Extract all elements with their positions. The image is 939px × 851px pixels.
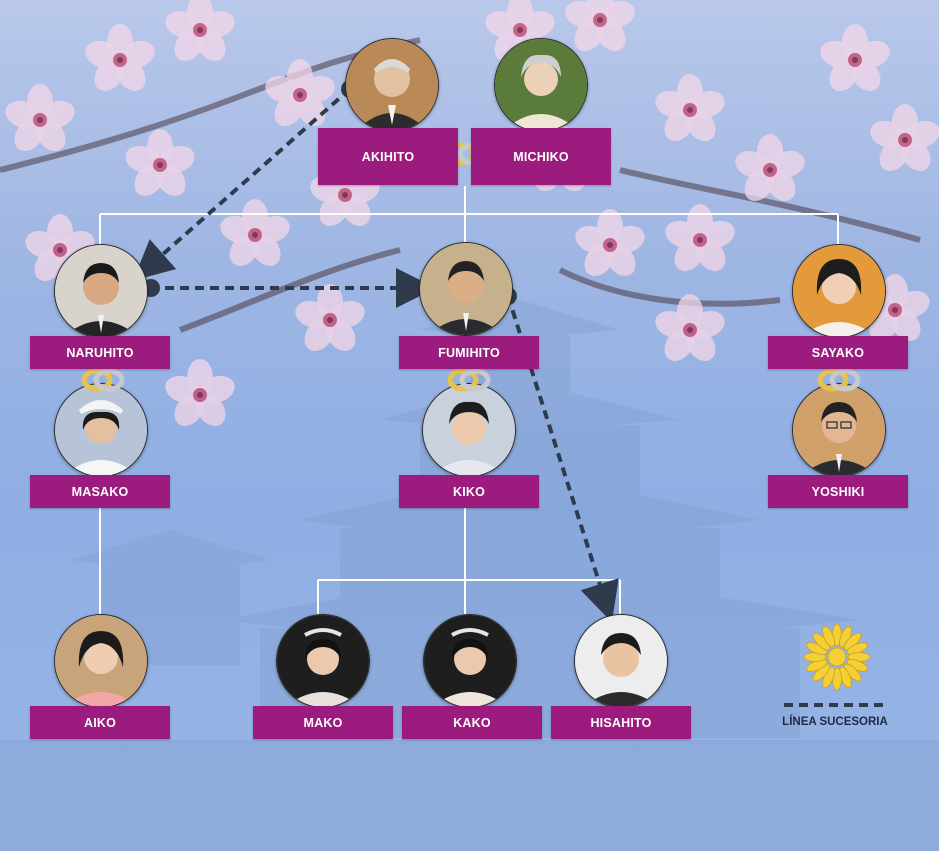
portrait-fumihito — [419, 242, 513, 336]
portrait-michiko — [494, 38, 588, 132]
label-mako: MAKO — [253, 706, 393, 739]
label-masako: MASAKO — [30, 475, 170, 508]
portrait-masako — [54, 383, 148, 477]
label-yoshiki: YOSHIKI — [768, 475, 908, 508]
portrait-hisahito — [574, 614, 668, 708]
portrait-akihito — [345, 38, 439, 132]
label-aiko: AIKO — [30, 706, 170, 739]
portrait-aiko — [54, 614, 148, 708]
portrait-naruhito — [54, 244, 148, 338]
wedding-rings-icon — [817, 368, 861, 392]
family-lines — [99, 186, 839, 614]
portrait-kiko — [422, 383, 516, 477]
label-sayako: SAYAKO — [768, 336, 908, 369]
label-kiko: KIKO — [399, 475, 539, 508]
label-kako: KAKO — [402, 706, 542, 739]
succession-line — [133, 87, 619, 623]
label-naruhito: NARUHITO — [30, 336, 170, 369]
label-fumihito: FUMIHITO — [399, 336, 539, 369]
legend-succession-label: LÍNEA SUCESORIA — [782, 716, 888, 728]
label-akihito: AKIHITO — [318, 128, 458, 185]
portrait-yoshiki — [792, 383, 886, 477]
portrait-mako — [276, 614, 370, 708]
chrysanthemum-icon — [803, 623, 871, 691]
wedding-rings-icon — [81, 368, 125, 392]
portrait-kako — [423, 614, 517, 708]
label-michiko: MICHIKO — [471, 128, 611, 185]
wedding-rings-icon — [447, 368, 491, 392]
label-hisahito: HISAHITO — [551, 706, 691, 739]
portrait-sayako — [792, 244, 886, 338]
